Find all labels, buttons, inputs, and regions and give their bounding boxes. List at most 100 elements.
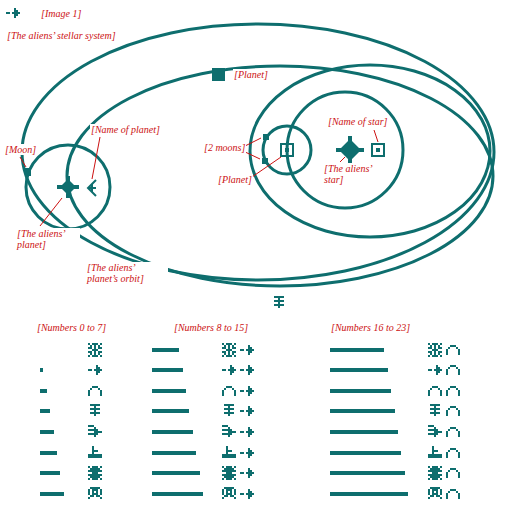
glyph-pixel xyxy=(436,487,438,489)
glyph-pixel xyxy=(96,431,98,433)
number-bar xyxy=(330,471,405,475)
glyph-pixel xyxy=(230,343,232,345)
glyph-pixel xyxy=(250,371,252,373)
glyph-pixel xyxy=(434,472,436,474)
glyph-pixel xyxy=(248,373,250,375)
glyph-pixel xyxy=(434,386,436,388)
glyph-pixel xyxy=(226,446,228,448)
glyph-pixel xyxy=(226,474,228,476)
glyph-pixel xyxy=(96,343,98,345)
glyph-pixel xyxy=(96,468,98,470)
glyph-pixel xyxy=(92,425,94,427)
glyph-pixel xyxy=(246,472,248,474)
glyph-pixel xyxy=(440,497,442,499)
glyph-pixel xyxy=(246,452,248,454)
glyph-pixel xyxy=(438,367,440,369)
glyph-pixel xyxy=(432,489,434,491)
glyph-pixel xyxy=(96,355,98,357)
glyph-pixel xyxy=(234,390,236,392)
glyph-pixel xyxy=(226,487,228,489)
planet-name-glyph xyxy=(88,180,96,196)
glyph-pixel xyxy=(250,450,252,452)
glyph-pixel xyxy=(230,450,232,452)
glyph-pixel xyxy=(446,394,448,396)
glyph-pixel xyxy=(434,410,436,412)
glyph-pixel xyxy=(90,468,92,470)
glyph-pixel xyxy=(446,452,448,454)
glyph-pixel xyxy=(240,452,242,454)
glyph-pixel xyxy=(90,347,92,349)
moon-orbit xyxy=(26,145,110,229)
glyph-pixel xyxy=(230,386,232,388)
glyph-pixel xyxy=(226,489,228,491)
glyph-pixel xyxy=(458,373,460,375)
glyph-pixel xyxy=(250,472,252,474)
glyph-pixel xyxy=(434,478,436,480)
star-name-glyph xyxy=(372,144,384,156)
glyph-pixel xyxy=(92,472,94,474)
annotation-label: [The aliens’ star] xyxy=(323,163,387,185)
glyph-pixel xyxy=(88,425,90,427)
glyph-pixel xyxy=(98,431,100,433)
glyph-pixel xyxy=(98,353,100,355)
glyph-pixel xyxy=(248,347,250,349)
glyph-pixel xyxy=(430,388,432,390)
glyph-pixel xyxy=(432,425,434,427)
glyph-pixel xyxy=(454,345,456,347)
glyph-pixel xyxy=(436,478,438,480)
glyph-pixel xyxy=(88,466,90,468)
glyph-pixel xyxy=(458,454,460,456)
glyph-pixel xyxy=(16,10,18,12)
number-bar xyxy=(152,389,186,393)
glyph-pixel xyxy=(434,408,436,410)
glyph-pixel xyxy=(226,355,228,357)
glyph-pixel xyxy=(226,386,228,388)
glyph-pixel xyxy=(250,388,252,390)
glyph-pixel xyxy=(436,495,438,497)
glyph-pixel xyxy=(16,12,18,14)
planet-marker xyxy=(212,68,225,81)
glyph-pixel xyxy=(226,493,228,495)
glyph-pixel xyxy=(432,452,434,454)
glyph-pixel xyxy=(222,392,224,394)
glyph-pixel xyxy=(232,474,234,476)
glyph-pixel xyxy=(98,468,100,470)
glyph-pixel xyxy=(230,429,232,431)
glyph-pixel xyxy=(226,456,228,458)
number-bar xyxy=(40,430,54,434)
glyph-pixel xyxy=(230,472,232,474)
glyph-pixel xyxy=(226,466,228,468)
glyph-pixel xyxy=(92,429,94,431)
glyph-pixel xyxy=(224,495,226,497)
glyph-pixel xyxy=(98,388,100,390)
glyph-pixel xyxy=(226,404,228,406)
glyph-pixel xyxy=(96,369,98,371)
glyph-pixel xyxy=(232,351,234,353)
glyph-pixel xyxy=(228,454,230,456)
glyph-pixel xyxy=(432,478,434,480)
glyph-pixel xyxy=(232,408,234,410)
annotation-label: [Image 1] xyxy=(40,8,82,19)
glyph-pixel xyxy=(98,347,100,349)
glyph-pixel xyxy=(432,412,434,414)
glyph-pixel xyxy=(434,489,436,491)
glyph-pixel xyxy=(228,470,230,472)
glyph-pixel xyxy=(222,425,224,427)
number-bar xyxy=(330,430,398,434)
glyph-pixel xyxy=(446,456,448,458)
inner-orbit xyxy=(250,65,490,237)
glyph-pixel xyxy=(428,369,430,371)
glyph-pixel xyxy=(448,388,450,390)
glyph-pixel xyxy=(96,365,98,367)
glyph-pixel xyxy=(440,454,442,456)
glyph-pixel xyxy=(226,433,228,435)
number-bar xyxy=(40,409,50,413)
glyph-pixel xyxy=(252,390,254,392)
glyph-pixel xyxy=(230,487,232,489)
glyph-pixel xyxy=(94,429,96,431)
glyph-pixel xyxy=(250,347,252,349)
number-bar xyxy=(330,348,384,352)
glyph-pixel xyxy=(434,347,436,349)
glyph-pixel xyxy=(92,404,94,406)
glyph-pixel xyxy=(94,386,96,388)
